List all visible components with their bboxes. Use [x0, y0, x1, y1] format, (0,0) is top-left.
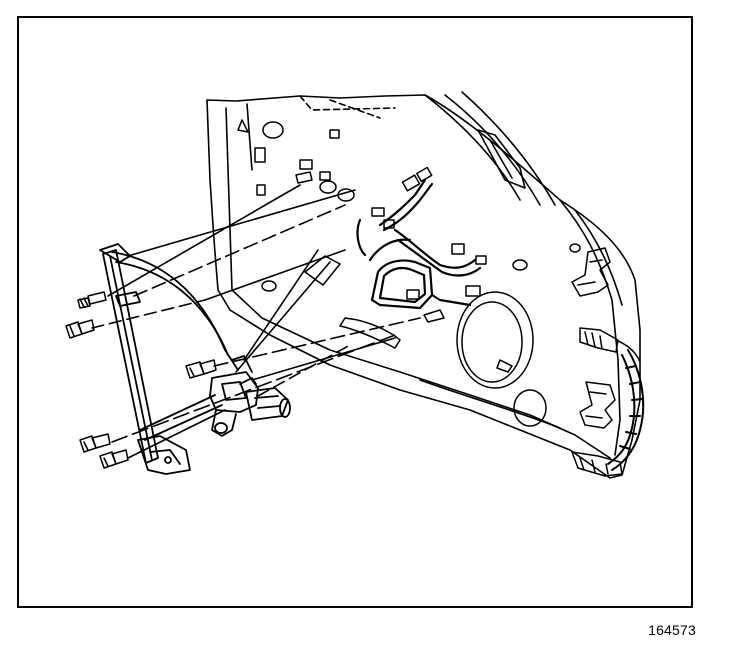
figure-number: 164573 [648, 622, 696, 638]
harness-connectors [299, 159, 487, 265]
door-latch [571, 451, 623, 477]
illustration-frame [17, 16, 693, 608]
door-hinge-upper [571, 247, 611, 297]
door-hinge-lower [579, 381, 616, 429]
regulator-bolts [65, 171, 445, 469]
regulator-motor [209, 355, 291, 437]
exploded-view-leader-lines [91, 184, 421, 459]
regulator-cables [111, 251, 239, 441]
wire-conduit [607, 349, 645, 471]
door-inner-panel [206, 91, 641, 479]
door-check-strap [579, 327, 641, 363]
